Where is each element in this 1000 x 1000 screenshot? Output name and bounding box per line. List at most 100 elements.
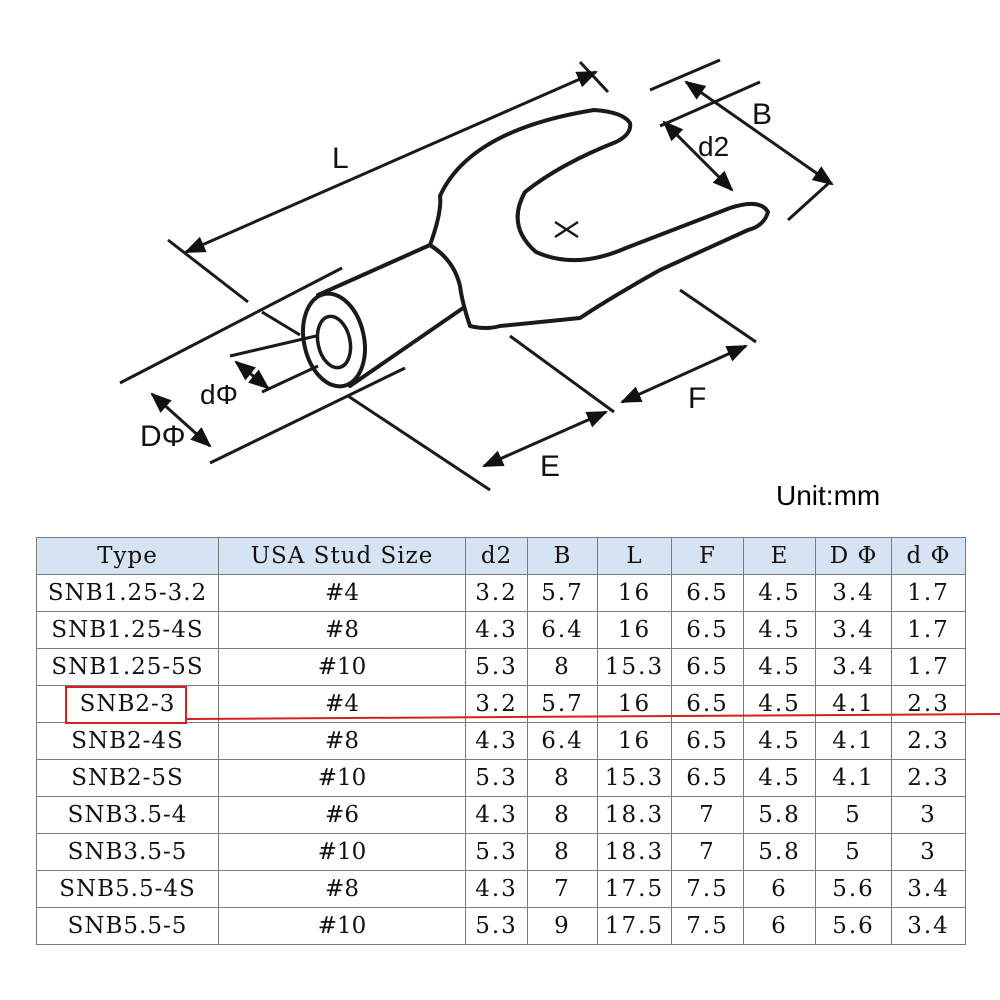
cell-d-phi-outer: 5.6 — [815, 870, 892, 908]
cell-d-phi-outer: 4.1 — [815, 759, 892, 797]
cell-l: 17.5 — [597, 870, 672, 908]
cell-d-phi-inner: 3.4 — [891, 870, 966, 908]
cell-d2: 5.3 — [465, 759, 528, 797]
cell-type: SNB2-4S — [36, 722, 219, 760]
cell-b: 8 — [527, 759, 598, 797]
cell-l: 16 — [597, 611, 672, 649]
cell-d-phi-inner: 1.7 — [891, 611, 966, 649]
cell-type: SNB3.5-4 — [36, 796, 219, 834]
cell-e: 5.8 — [743, 796, 816, 834]
cell-usa-stud-size: #8 — [218, 611, 466, 649]
cell-d2: 3.2 — [465, 574, 528, 612]
cell-d2: 5.3 — [465, 907, 528, 945]
cell-usa-stud-size: #10 — [218, 648, 466, 686]
cell-d-phi-outer: 3.4 — [815, 574, 892, 612]
cell-e: 4.5 — [743, 722, 816, 760]
cell-f: 7 — [671, 796, 744, 834]
header-usa-stud-size: USA Stud Size — [218, 537, 466, 575]
cell-e: 6 — [743, 870, 816, 908]
cell-type: SNB1.25-5S — [36, 648, 219, 686]
cell-f: 6.5 — [671, 759, 744, 797]
header-d-phi-inner: d Φ — [891, 537, 966, 575]
cell-d-phi-outer: 4.1 — [815, 722, 892, 760]
dim-F — [620, 344, 748, 404]
header-d2: d2 — [465, 537, 528, 575]
cell-usa-stud-size: #4 — [218, 685, 466, 723]
cell-usa-stud-size: #6 — [218, 796, 466, 834]
cell-l: 15.3 — [597, 759, 672, 797]
cell-type: SNB2-5S — [36, 759, 219, 797]
cell-type: SNB3.5-5 — [36, 833, 219, 871]
cell-f: 7 — [671, 833, 744, 871]
cell-b: 8 — [527, 648, 598, 686]
cell-f: 7.5 — [671, 907, 744, 945]
header-type: Type — [36, 537, 219, 575]
cell-usa-stud-size: #10 — [218, 907, 466, 945]
header-f: F — [671, 537, 744, 575]
unit-label: Unit:mm — [776, 480, 881, 511]
cell-l: 16 — [597, 574, 672, 612]
cell-b: 6.4 — [527, 722, 598, 760]
label-DPhi: DΦ — [140, 420, 186, 453]
label-F: F — [688, 382, 706, 415]
cell-usa-stud-size: #8 — [218, 870, 466, 908]
label-B: B — [752, 98, 772, 131]
cell-usa-stud-size: #10 — [218, 759, 466, 797]
cell-d-phi-outer: 4.1 — [815, 685, 892, 723]
cell-d2: 4.3 — [465, 722, 528, 760]
cell-e: 4.5 — [743, 759, 816, 797]
cell-e: 4.5 — [743, 648, 816, 686]
cell-b: 5.7 — [527, 574, 598, 612]
cell-f: 7.5 — [671, 870, 744, 908]
cell-d-phi-inner: 1.7 — [891, 648, 966, 686]
cell-d2: 5.3 — [465, 648, 528, 686]
header-l: L — [597, 537, 672, 575]
cell-type: SNB1.25-3.2 — [36, 574, 219, 612]
cell-d-phi-inner: 3.4 — [891, 907, 966, 945]
table-header-row: Type USA Stud Size d2 B L F E D Φ d Φ — [36, 537, 966, 575]
label-d2: d2 — [698, 131, 729, 162]
cell-type: SNB5.5-5 — [36, 907, 219, 945]
stud-center-mark — [554, 220, 579, 239]
label-L: L — [332, 142, 349, 175]
cell-d-phi-outer: 5 — [815, 796, 892, 834]
cell-d2: 4.3 — [465, 611, 528, 649]
highlight-box — [65, 686, 187, 724]
cell-l: 18.3 — [597, 796, 672, 834]
cell-d-phi-inner: 3 — [891, 796, 966, 834]
dimension-arrows — [150, 70, 834, 468]
header-d-phi-outer: D Φ — [815, 537, 892, 575]
cell-d-phi-outer: 3.4 — [815, 611, 892, 649]
cell-type: SNB5.5-4S — [36, 870, 219, 908]
cell-f: 6.5 — [671, 574, 744, 612]
cell-usa-stud-size: #8 — [218, 722, 466, 760]
cell-d-phi-inner: 1.7 — [891, 574, 966, 612]
header-e: E — [743, 537, 816, 575]
dim-d2 — [662, 120, 734, 192]
cell-type: SNB1.25-4S — [36, 611, 219, 649]
cell-f: 6.5 — [671, 685, 744, 723]
cell-e: 4.5 — [743, 685, 816, 723]
cell-l: 16 — [597, 685, 672, 723]
cell-l: 18.3 — [597, 833, 672, 871]
dim-E — [482, 410, 608, 468]
cell-e: 4.5 — [743, 574, 816, 612]
cell-d-phi-outer: 5 — [815, 833, 892, 871]
cell-d-phi-inner: 2.3 — [891, 722, 966, 760]
cell-l: 16 — [597, 722, 672, 760]
cell-d-phi-outer: 5.6 — [815, 907, 892, 945]
cell-f: 6.5 — [671, 648, 744, 686]
cell-b: 6.4 — [527, 611, 598, 649]
cell-d-phi-inner: 2.3 — [891, 685, 966, 723]
cell-d2: 4.3 — [465, 870, 528, 908]
cell-usa-stud-size: #10 — [218, 833, 466, 871]
dim-DPhi — [150, 392, 212, 448]
cell-e: 5.8 — [743, 833, 816, 871]
dim-B — [684, 80, 834, 186]
